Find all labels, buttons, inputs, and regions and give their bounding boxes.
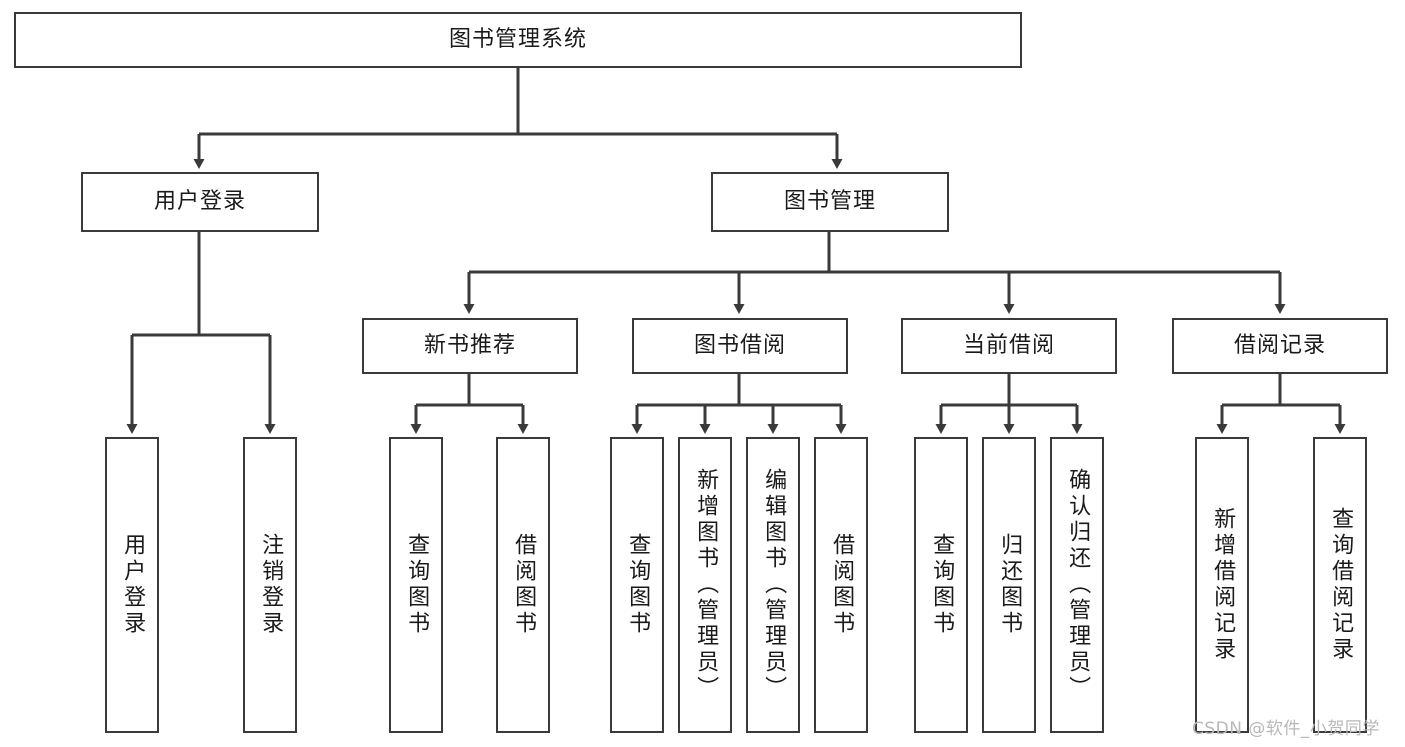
node-borrow-record-label: 借阅记录 bbox=[1233, 332, 1326, 358]
leaf-cb-confirm-return[interactable]: 确认归还（管理员） bbox=[1050, 437, 1104, 733]
leaf-cb-return-book[interactable]: 归还图书 bbox=[982, 437, 1036, 733]
leaf-cb-return-book-label: 归还图书 bbox=[997, 533, 1023, 637]
leaf-bb-add-book-label: 新增图书（管理员） bbox=[693, 468, 719, 702]
leaf-bb-edit-book[interactable]: 编辑图书（管理员） bbox=[746, 437, 800, 733]
leaf-nb-borrow-book-label: 借阅图书 bbox=[511, 533, 537, 637]
leaf-logout-label: 注销登录 bbox=[258, 533, 284, 637]
node-book-manage-label: 图书管理 bbox=[783, 188, 876, 214]
node-book-borrow[interactable]: 图书借阅 bbox=[632, 318, 848, 374]
leaf-user-login[interactable]: 用户登录 bbox=[105, 437, 159, 733]
leaf-bb-add-book[interactable]: 新增图书（管理员） bbox=[678, 437, 732, 733]
leaf-nb-borrow-book[interactable]: 借阅图书 bbox=[496, 437, 550, 733]
leaf-cb-confirm-return-label: 确认归还（管理员） bbox=[1065, 468, 1091, 702]
leaf-br-add-record[interactable]: 新增借阅记录 bbox=[1195, 437, 1249, 733]
node-new-book-recommend[interactable]: 新书推荐 bbox=[362, 318, 578, 374]
leaf-bb-borrow-book[interactable]: 借阅图书 bbox=[814, 437, 868, 733]
node-book-borrow-label: 图书借阅 bbox=[693, 332, 786, 358]
leaf-nb-query-book-label: 查询图书 bbox=[404, 533, 430, 637]
node-root[interactable]: 图书管理系统 bbox=[14, 12, 1022, 68]
node-root-label: 图书管理系统 bbox=[448, 26, 587, 52]
leaf-bb-query-book-label: 查询图书 bbox=[625, 533, 651, 637]
leaf-br-query-record[interactable]: 查询借阅记录 bbox=[1313, 437, 1367, 733]
leaf-nb-query-book[interactable]: 查询图书 bbox=[389, 437, 443, 733]
leaf-bb-borrow-book-label: 借阅图书 bbox=[829, 533, 855, 637]
leaf-cb-query-book[interactable]: 查询图书 bbox=[914, 437, 968, 733]
node-user-login-label: 用户登录 bbox=[153, 188, 246, 214]
leaf-br-query-record-label: 查询借阅记录 bbox=[1328, 507, 1354, 663]
leaf-bb-edit-book-label: 编辑图书（管理员） bbox=[761, 468, 787, 702]
csdn-watermark: CSDN @软件_小贺同学 bbox=[1192, 719, 1380, 739]
leaf-user-login-label: 用户登录 bbox=[120, 533, 146, 637]
leaf-cb-query-book-label: 查询图书 bbox=[929, 533, 955, 637]
leaf-bb-query-book[interactable]: 查询图书 bbox=[610, 437, 664, 733]
node-new-book-recommend-label: 新书推荐 bbox=[423, 332, 516, 358]
node-current-borrow-label: 当前借阅 bbox=[962, 332, 1055, 358]
node-borrow-record[interactable]: 借阅记录 bbox=[1172, 318, 1388, 374]
node-user-login[interactable]: 用户登录 bbox=[81, 172, 319, 232]
node-current-borrow[interactable]: 当前借阅 bbox=[901, 318, 1117, 374]
leaf-br-add-record-label: 新增借阅记录 bbox=[1210, 507, 1236, 663]
leaf-logout[interactable]: 注销登录 bbox=[243, 437, 297, 733]
node-book-manage[interactable]: 图书管理 bbox=[711, 172, 949, 232]
